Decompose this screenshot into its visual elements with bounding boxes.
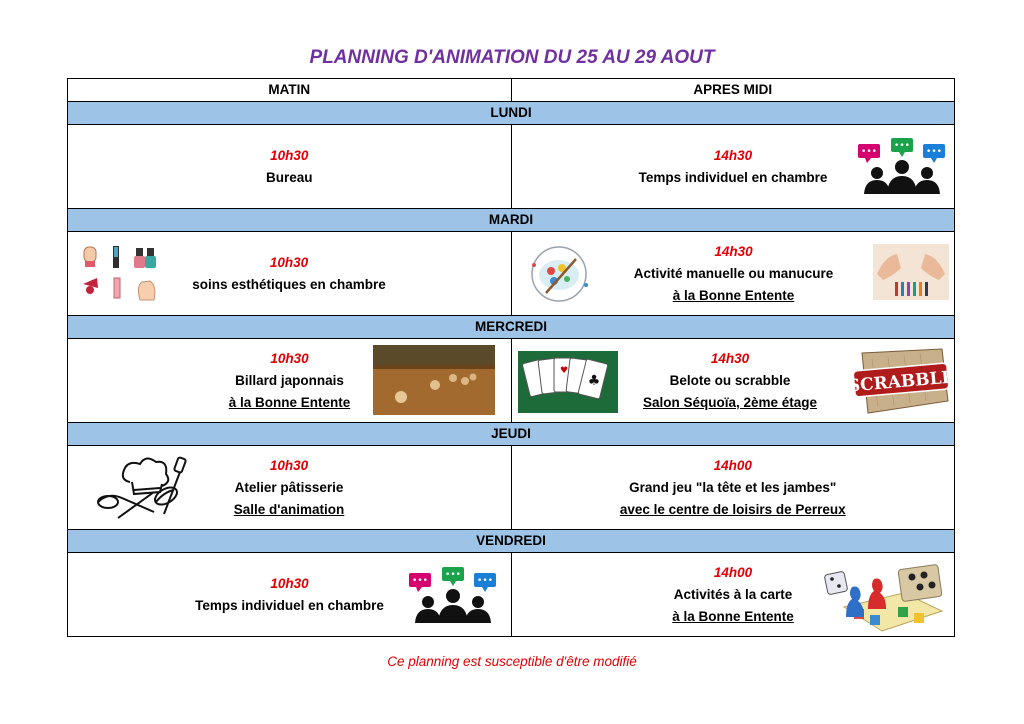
tuesday-afternoon: 14h30 Activité manuelle ou manucure à la… [510,232,955,315]
tuesday-morning-time: 10h30 [269,254,309,270]
friday-afternoon-time: 14h00 [713,564,753,580]
monday-morning-activity: Bureau [265,169,313,185]
thursday-morning-activity: Atelier pâtisserie [234,479,344,495]
day-wednesday: MERCREDI [68,316,954,339]
svg-text:♥: ♥ [559,366,567,376]
row-thursday: 10h30 Atelier pâtisserie Salle d'animati… [68,446,954,530]
friday-morning-activity: Temps individuel en chambre [195,597,384,613]
thursday-morning-location: Salle d'animation [233,501,345,517]
tuesday-afternoon-activity: Activité manuelle ou manucure [633,265,834,281]
monday-afternoon-activity: Temps individuel en chambre [638,169,828,185]
wednesday-afternoon: ♣ ♥ 14h30 Belote ou scrabble Salon Séquo… [510,339,955,422]
friday-afternoon: 14h00 Activités à la carte à la Bonne En… [510,553,955,636]
friday-afternoon-activity: Activités à la carte [673,586,793,602]
footer-note: Ce planning est susceptible d'être modif… [387,654,637,669]
header-morning: MATIN [268,82,311,97]
friday-morning: 10h30 Temps individuel en chambre ••• ••… [68,553,511,636]
wednesday-morning-time: 10h30 [270,350,309,366]
manicure-items-illustration [83,246,156,301]
monday-afternoon-time: 14h30 [713,147,753,163]
thursday-afternoon-time: 14h00 [713,457,752,473]
thursday-afternoon-location: avec le centre de loisirs de Perreux [619,501,846,517]
row-tuesday: 10h30 soins esthétiques en chambre 14h30… [68,232,954,316]
svg-text:•••: ••• [861,147,877,157]
day-friday: VENDREDI [68,530,954,553]
schedule-table: MATIN APRES MIDI LUNDI 10h30 Bureau 14h3… [67,78,955,637]
thursday-morning-time: 10h30 [269,457,309,473]
playing-cards-photo: ♣ ♥ [517,351,618,413]
svg-text:•••: ••• [477,576,493,586]
page-title: PLANNING D'ANIMATION DU 25 AU 29 AOUT [309,47,715,68]
svg-text:•••: ••• [412,576,428,586]
thursday-morning: 10h30 Atelier pâtisserie Salle d'animati… [68,446,511,529]
scrabble-logo: SCRABBLE [852,348,950,414]
monday-afternoon: 14h30 Temps individuel en chambre ••• ••… [510,125,955,208]
friday-morning-time: 10h30 [270,575,309,591]
hands-manicure-photo [872,244,949,300]
tuesday-afternoon-time: 14h30 [714,243,753,259]
thursday-afternoon: 14h00 Grand jeu "la tête et les jambes" … [510,446,955,529]
header-row: MATIN APRES MIDI [68,79,954,102]
tuesday-morning: 10h30 soins esthétiques en chambre [68,232,511,315]
friday-afternoon-location: à la Bonne Entente [672,608,794,624]
chef-hat-utensils-drawing [97,456,187,519]
row-wednesday: 10h30 Billard japonnais à la Bonne Enten… [68,339,954,423]
japanese-billiard-photo [373,345,495,415]
day-tuesday: MARDI [68,209,954,232]
row-friday: 10h30 Temps individuel en chambre ••• ••… [68,553,954,636]
wednesday-afternoon-activity: Belote ou scrabble [669,372,791,388]
wednesday-morning-activity: Billard japonnais [235,372,344,388]
monday-morning-time: 10h30 [270,147,309,163]
paint-palette-illustration [530,246,588,302]
tuesday-morning-activity: soins esthétiques en chambre [192,276,386,292]
wednesday-morning-location: à la Bonne Entente [228,394,351,410]
people-chat-icon: ••• ••• ••• [857,138,945,194]
thursday-afternoon-activity: Grand jeu "la tête et les jambes" [629,479,837,495]
svg-text:•••: ••• [445,570,461,580]
svg-text:♣: ♣ [587,373,600,389]
wednesday-afternoon-time: 14h30 [710,350,750,366]
svg-text:•••: ••• [894,141,910,151]
header-afternoon: APRES MIDI [510,79,955,101]
svg-text:•••: ••• [926,147,942,157]
tuesday-afternoon-location: à la Bonne Entente [672,287,795,303]
wednesday-afternoon-location: Salon Séquoïa, 2ème étage [642,394,818,410]
monday-morning: 10h30 Bureau [68,125,511,208]
board-games-illustration [823,564,943,632]
wednesday-morning: 10h30 Billard japonnais à la Bonne Enten… [68,339,511,422]
row-monday: 10h30 Bureau 14h30 Temps individuel en c… [68,125,954,209]
people-chat-icon: ••• ••• ••• [409,567,496,623]
day-monday: LUNDI [68,102,954,125]
day-thursday: JEUDI [68,423,954,446]
